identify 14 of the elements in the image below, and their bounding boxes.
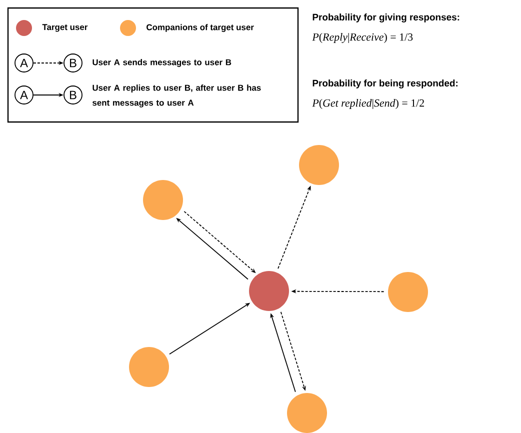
companion-circle xyxy=(299,145,339,185)
companion-circle xyxy=(388,272,428,312)
legend-text: User A sends messages to user B xyxy=(92,59,232,67)
target-user-circle xyxy=(249,271,289,311)
companion-circle xyxy=(129,347,169,387)
companion-circle xyxy=(287,393,327,433)
legend-text: Target user xyxy=(42,24,88,32)
probability-heading: Probability for giving responses: xyxy=(312,14,460,22)
legend-text: Companions of target user xyxy=(146,24,254,32)
companion-circle xyxy=(143,180,183,220)
probability-heading: Probability for being responded: xyxy=(312,80,458,88)
probability-formula: P(Get replied|Send) = 1/2 xyxy=(312,99,424,109)
probability-formula: P(Reply|Receive) = 1/3 xyxy=(312,33,413,43)
legend-text: User A replies to user B, after user B has sent messages to user A xyxy=(92,84,261,108)
